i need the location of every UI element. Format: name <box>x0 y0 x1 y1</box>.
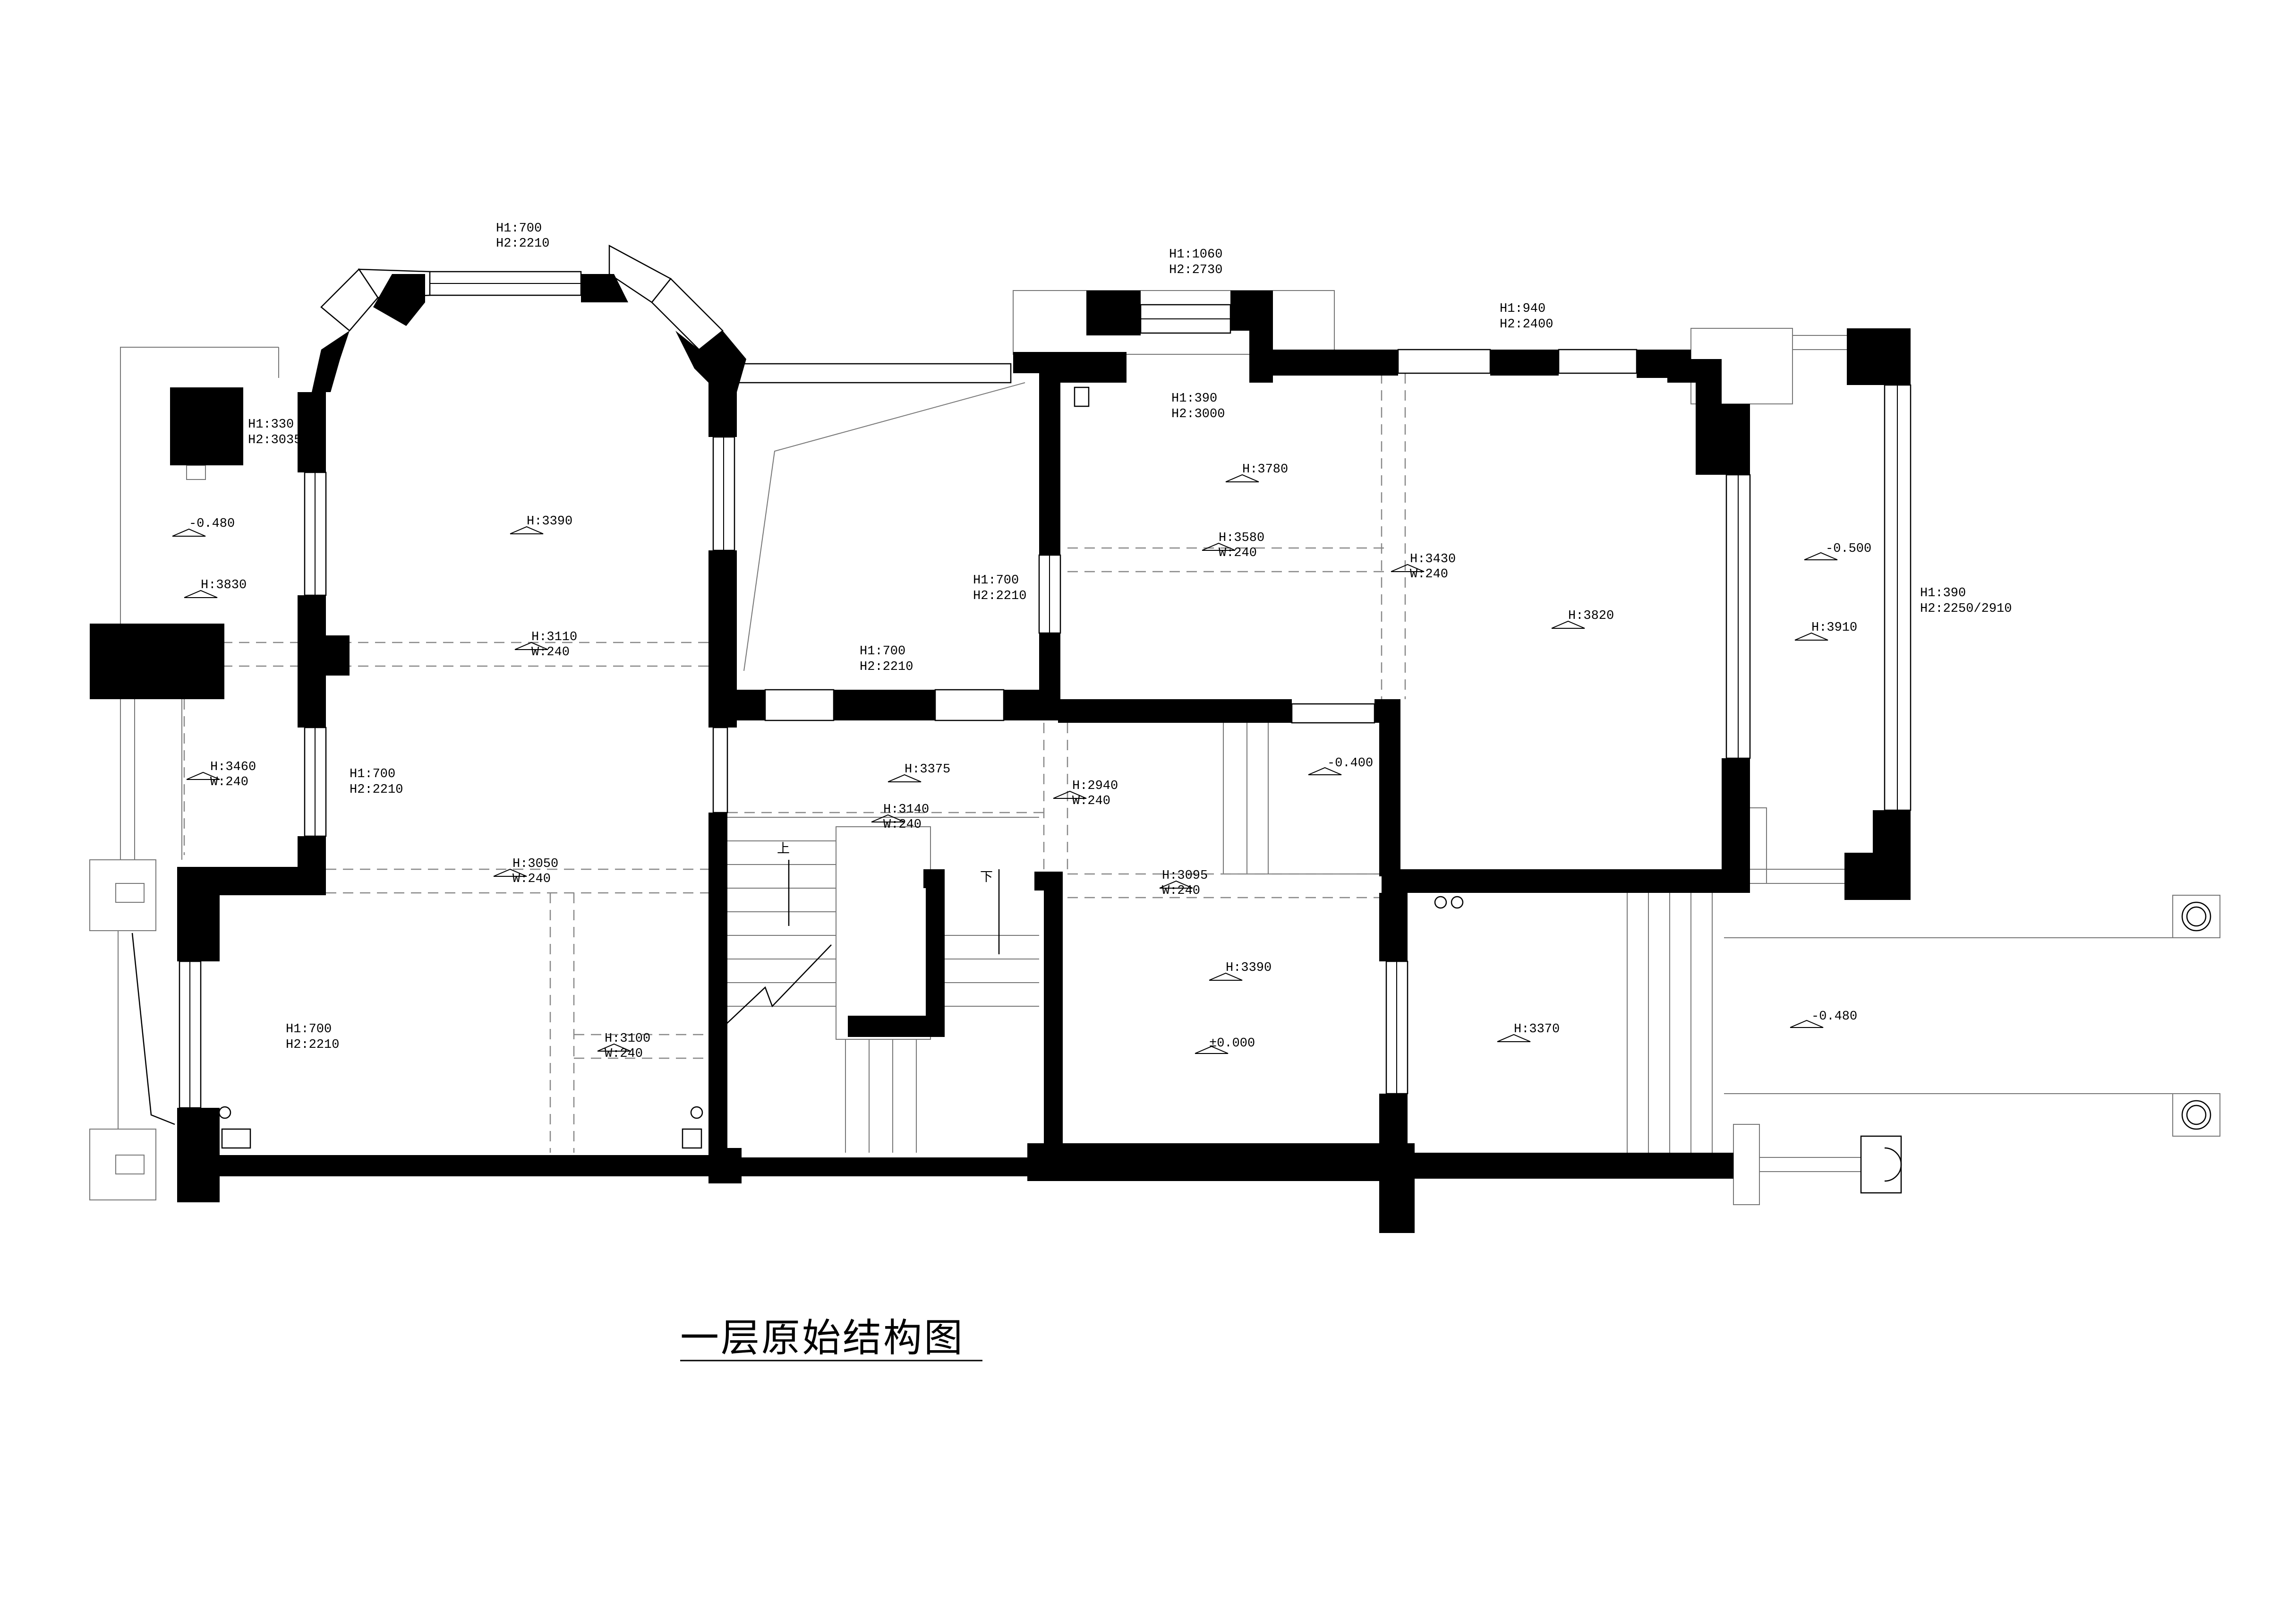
beam-lines <box>183 373 1406 1153</box>
big-room-height: H:3820 <box>1568 609 1614 623</box>
far-right-h2: H2:2250/2910 <box>1920 602 2012 616</box>
center-right-h2: H2:2210 <box>973 589 1026 603</box>
opening-labels: H1:700 H2:2210 H1:1060 H2:2730 H1:940 H2… <box>248 222 2012 1052</box>
beam-5-w: W:240 <box>1219 546 1257 560</box>
far-right-level: -0.500 <box>1826 542 1871 556</box>
walls <box>90 274 1911 1233</box>
hall-height: H:3375 <box>905 762 950 777</box>
small-room-level: -0.400 <box>1327 756 1373 771</box>
lower-right-level: -0.480 <box>1811 1010 1857 1024</box>
stair-labels: 上 下 <box>777 842 993 885</box>
top-center-h2: H2:2730 <box>1169 263 1222 277</box>
beam-6-h: H:3430 <box>1410 552 1456 566</box>
left-mid-h2: H2:2210 <box>350 783 403 797</box>
left-small-h1: H1:330 <box>248 418 294 432</box>
center-right-h1: H1:700 <box>973 574 1019 588</box>
beam-3-w: W:240 <box>512 872 551 886</box>
left-bottom-h2: H2:2210 <box>286 1038 339 1052</box>
beam-2-h: H:3460 <box>210 760 256 774</box>
level-labels: -0.480 -0.500 -0.400 -0.480 ±0.000 <box>189 517 1871 1051</box>
far-right-h1: H1:390 <box>1920 586 1966 600</box>
lower-center-height: H:3390 <box>1226 961 1272 975</box>
room-top-right-height: H:3780 <box>1242 462 1288 477</box>
top-center-h1: H1:1060 <box>1169 248 1222 262</box>
beam-3-h: H:3050 <box>512 857 558 871</box>
beam-9-h: H:3095 <box>1162 869 1208 883</box>
drawing-title: 一层原始结构图 <box>680 1316 964 1361</box>
beam-8-w: W:240 <box>883 818 922 832</box>
beam-4-w: W:240 <box>605 1047 643 1061</box>
beam-4-h: H:3100 <box>605 1032 650 1046</box>
top-right-h1: H1:940 <box>1500 302 1545 316</box>
beam-9-w: W:240 <box>1162 884 1200 898</box>
beam-7-w: W:240 <box>1072 794 1110 808</box>
level-markers <box>172 474 1838 1054</box>
left-bottom-h1: H1:700 <box>286 1022 332 1036</box>
room-right-top-h1: H1:390 <box>1171 392 1217 406</box>
beam-7-h: H:2940 <box>1072 779 1118 793</box>
beam-5-h: H:3580 <box>1219 531 1264 545</box>
bay-top-h2: H2:2210 <box>496 237 549 251</box>
floor-level: ±0.000 <box>1209 1036 1255 1051</box>
stair-up-label: 上 <box>777 842 790 857</box>
bay-top-h1: H1:700 <box>496 222 542 236</box>
ceiling-height-labels: H:3390 H:3830 H:3780 H:3820 H:3910 H:337… <box>201 462 1857 1036</box>
lower-right-height: H:3370 <box>1514 1022 1560 1036</box>
left-small-h2: H2:3035 <box>248 433 301 447</box>
top-right-h2: H2:2400 <box>1500 317 1553 332</box>
site-outlines <box>89 290 2220 1205</box>
left-porch-height: H:3830 <box>201 578 247 592</box>
stair-down-label: 下 <box>980 871 993 885</box>
beam-8-h: H:3140 <box>883 803 929 817</box>
beam-labels: H:3110 W:240 H:3460 W:240 H:3050 W:240 H… <box>210 531 1456 1061</box>
center-bottom-h1: H1:700 <box>860 644 905 659</box>
beam-1-h: H:3110 <box>531 630 577 644</box>
beam-2-w: W:240 <box>210 775 248 789</box>
beam-1-w: W:240 <box>531 645 570 659</box>
center-bottom-h2: H2:2210 <box>860 660 913 674</box>
room-right-top-h2: H2:3000 <box>1171 407 1225 421</box>
left-mid-h1: H1:700 <box>350 767 395 781</box>
beam-6-w: W:240 <box>1410 567 1448 582</box>
left-porch-level: -0.480 <box>189 517 235 531</box>
far-right-porch-height: H:3910 <box>1811 621 1857 635</box>
living-height: H:3390 <box>527 514 572 529</box>
